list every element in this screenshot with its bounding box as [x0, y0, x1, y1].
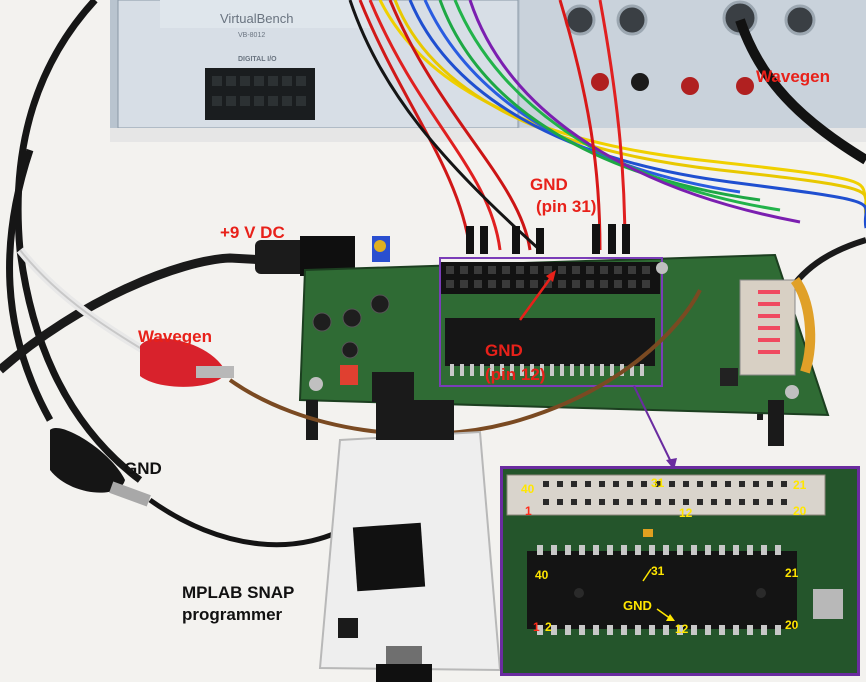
black-alligator-clip — [50, 428, 151, 507]
inset-header-pin-20: 20 — [793, 504, 807, 518]
inset-illustration — [503, 469, 857, 673]
inset-chip-pin-31: 31 — [651, 564, 665, 578]
inset-header-pin-12: 12 — [679, 506, 693, 520]
instrument-digital-io: DIGITAL I/O — [238, 56, 277, 63]
gnd-pin31-pin-label: (pin 31) — [536, 197, 597, 216]
inset-chip-pin-21: 21 — [785, 566, 799, 580]
inset-chip-pin-2: 2 — [545, 620, 552, 634]
gnd-pin12-pin-label: (pin 12) — [485, 365, 546, 384]
gnd-pin31-label: GND — [530, 175, 568, 194]
red-alligator-clip — [140, 338, 234, 387]
instrument-model: VB-8012 — [238, 32, 266, 39]
inset-header-pin-1: 1 — [525, 504, 532, 518]
inset-chip-pin-40: 40 — [535, 568, 549, 582]
gnd-clip-label: GND — [124, 459, 162, 478]
wire-bundle — [348, 0, 866, 252]
inset-chip-pin-20: 20 — [785, 618, 799, 632]
inset-header-pin-40: 40 — [521, 482, 535, 496]
zoom-inset: 40 31 21 1 12 20 40 31 21 GND 1 2 12 20 — [500, 466, 860, 676]
programmer-label-line2: programmer — [182, 605, 283, 624]
programmer-label-line1: MPLAB SNAP — [182, 583, 295, 602]
inset-chip-pin-1: 1 — [533, 620, 540, 634]
power-label: +9 V DC — [220, 223, 285, 242]
wavegen-top-label: Wavegen — [756, 67, 831, 86]
inset-header-pin-31: 31 — [651, 476, 665, 490]
snap-programmer — [318, 400, 502, 682]
inset-chip-pin-12: 12 — [675, 622, 689, 636]
instrument-brand: VirtualBench — [220, 11, 294, 26]
gnd-pin12-label: GND — [485, 341, 523, 360]
wavegen-left-label: Wavegen — [138, 327, 213, 346]
inset-header-pin-21: 21 — [793, 478, 807, 492]
inset-chip-gnd: GND — [623, 598, 652, 613]
